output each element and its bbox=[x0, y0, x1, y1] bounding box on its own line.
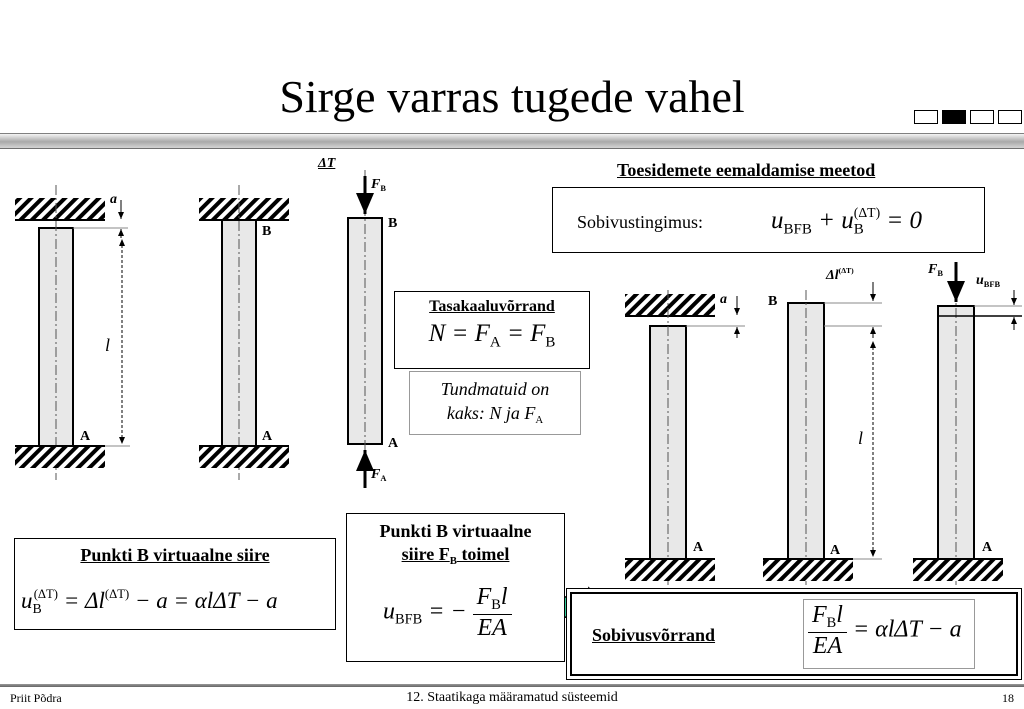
label-B-free: B bbox=[388, 216, 398, 231]
label-FB: FB bbox=[371, 177, 386, 193]
nav-square-1[interactable] bbox=[914, 110, 938, 124]
label-A-col5: A bbox=[830, 543, 841, 558]
header-band bbox=[0, 133, 1024, 149]
virtual-formula: uB(ΔT) = Δl(ΔT) − a = αlΔT − a bbox=[21, 587, 278, 616]
label-uBFB: uBFB bbox=[976, 273, 1001, 289]
footer-page: 18 bbox=[1002, 691, 1014, 705]
equilibrium-box: Tasakaaluvõrrand N = FA = FB bbox=[394, 291, 590, 369]
nav-square-2[interactable] bbox=[942, 110, 966, 124]
label-A-col2: A bbox=[262, 429, 273, 444]
nav-square-4[interactable] bbox=[998, 110, 1022, 124]
bar-6 bbox=[937, 305, 975, 560]
label-B-col2: B bbox=[262, 224, 272, 239]
column-5 bbox=[763, 282, 882, 585]
label-a-right: a bbox=[720, 292, 727, 307]
footer-author: Priit Põdra bbox=[10, 691, 62, 705]
column-4 bbox=[625, 290, 745, 585]
label-B-col5: B bbox=[768, 294, 778, 309]
compat-formula: uBFB + uB(ΔT) = 0 bbox=[771, 205, 923, 238]
virtual-displacement-box: Punkti B virtuaalne siire uB(ΔT) = Δl(ΔT… bbox=[14, 538, 336, 630]
virtual-title: Punkti B virtuaalne siire bbox=[80, 545, 270, 565]
label-A-free: A bbox=[388, 436, 399, 451]
virtual-force-title: Punkti B virtuaalne siire FB toimel bbox=[379, 521, 532, 567]
label-FA: FA bbox=[371, 467, 387, 483]
column-1 bbox=[15, 185, 130, 480]
compat-condition-box: Sobivustingimus: uBFB + uB(ΔT) = 0 bbox=[552, 187, 985, 253]
top-support-hatch bbox=[15, 198, 105, 220]
label-A-col4: A bbox=[693, 540, 704, 555]
label-FB-right: FB bbox=[928, 262, 943, 278]
column-2 bbox=[199, 185, 289, 480]
column-6 bbox=[913, 262, 1022, 585]
methods-title: Toesidemete eemaldamise meetod bbox=[617, 160, 876, 180]
equilibrium-formula: N = FA = FB bbox=[428, 320, 556, 351]
label-A-col6: A bbox=[982, 540, 993, 555]
footer-course: 12. Staatikaga määramatud süsteemid bbox=[406, 690, 618, 705]
virtual-force-box: Punkti B virtuaalne siire FB toimel uBFB… bbox=[346, 513, 565, 662]
label-l-right: l bbox=[858, 428, 864, 448]
compat-label: Sobivustingimus: bbox=[577, 212, 704, 232]
label-delta-l: Δl(ΔT) bbox=[826, 266, 854, 284]
compat-equation-title: Sobivusvõrrand bbox=[592, 625, 716, 645]
equilibrium-title: Tasakaaluvõrrand bbox=[429, 298, 555, 315]
label-a-left: a bbox=[110, 192, 117, 207]
label-A-col1: A bbox=[80, 429, 91, 444]
bottom-support-hatch bbox=[15, 446, 105, 468]
free-body bbox=[347, 170, 383, 488]
page-title: Sirge varras tugede vahel bbox=[279, 71, 745, 122]
label-delta-T: ΔT bbox=[318, 156, 336, 171]
unknowns-note: Tundmatuid on kaks: N ja FA bbox=[409, 371, 581, 435]
footer-line bbox=[0, 684, 1024, 687]
nav-square-3[interactable] bbox=[970, 110, 994, 124]
label-l-left: l bbox=[105, 335, 111, 355]
